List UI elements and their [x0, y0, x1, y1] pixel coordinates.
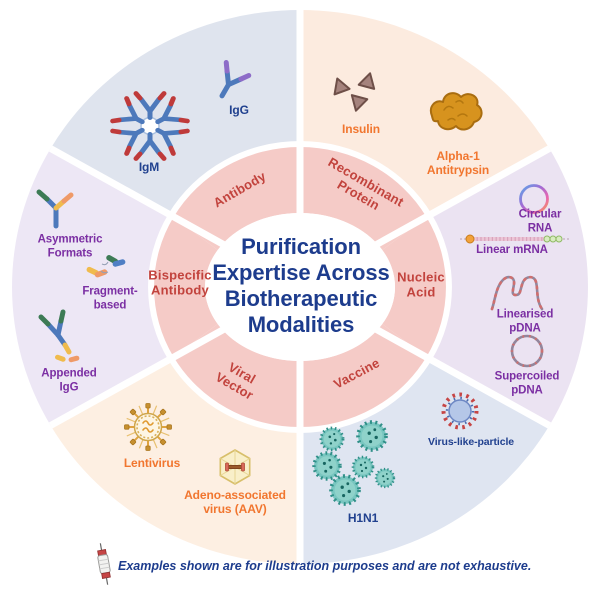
ring-label-nucleic-acid: Nucleic Acid: [397, 269, 445, 299]
item-label-appended-igg: Appended IgG: [41, 367, 97, 393]
item-label-aav: Adeno-associated virus (AAV): [184, 487, 286, 516]
ring-segment-bispecific-antibody: [154, 217, 218, 357]
item-label-insulin: Insulin: [342, 121, 380, 136]
footer-note: Examples shown are for illustration purp…: [118, 559, 532, 573]
item-label-igg: IgG: [229, 102, 249, 117]
alpha1-antitrypsin-icon: [430, 92, 483, 131]
fragment-based-icon: [86, 254, 126, 278]
item-label-supercoiled-pdna: Supercoiled pDNA: [494, 370, 560, 396]
circular-rna-icon: [519, 184, 549, 214]
sector-nucleic-acid: [431, 148, 588, 426]
asymmetric-formats-icon: [36, 189, 74, 229]
item-label-circular-rna: Circular RNA: [518, 208, 562, 234]
ring-label-bispecific-antibody: Bispecific Antibody: [148, 267, 212, 297]
item-label-lentivirus: Lentivirus: [123, 455, 181, 470]
item-label-asymmetric-formats: Asymmetric Formats: [37, 233, 103, 259]
ring-segment-vaccine: [300, 324, 427, 427]
ring-segment-recombinant-protein: [300, 147, 427, 250]
supercoiled-pdna-icon: [510, 334, 544, 368]
insulin-icon: [333, 72, 376, 112]
igg-antibody-icon: [219, 60, 252, 99]
sector-antibody: [50, 10, 300, 214]
appended-igg-icon: [38, 309, 80, 363]
sector-recombinant-protein: [300, 10, 550, 214]
sector-bispecific-antibody: [12, 148, 169, 426]
lentivirus-icon: [123, 402, 173, 452]
sector-dividers: [48, 10, 552, 564]
igm-pentamer-icon: [113, 93, 188, 158]
virus-like-particle-icon: [441, 392, 479, 430]
aav-capsid-icon: [219, 449, 251, 485]
linearised-pdna-icon: [490, 275, 544, 311]
ring-segment-antibody: [173, 147, 300, 250]
sector-viral-vector: [50, 360, 300, 564]
item-label-virus-like-particle: Virus-like-particle: [427, 435, 515, 448]
item-label-fragment-based: Fragment- based: [82, 285, 138, 311]
item-label-alpha1-antitrypsin: Alpha-1 Antitrypsin: [426, 148, 490, 177]
ring-segment-nucleic-acid: [382, 217, 446, 357]
item-label-linear-mrna: Linear mRNA: [476, 244, 548, 257]
ring-segment-viral-vector: [173, 324, 300, 427]
linear-mrna-icon: [460, 234, 569, 244]
item-label-igm: IgM: [138, 159, 160, 174]
item-label-linearised-pdna: Linearised pDNA: [496, 308, 554, 334]
sector-vaccine: [300, 360, 550, 564]
center-title: Purification Expertise Across Biotherape…: [212, 234, 390, 337]
chromatography-column-icon: [97, 543, 111, 585]
item-label-h1n1: H1N1: [347, 510, 379, 525]
